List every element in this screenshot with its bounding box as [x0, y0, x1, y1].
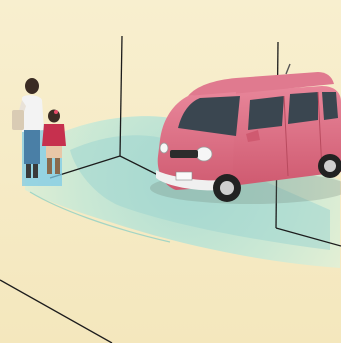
parking-sensor-illustration [0, 0, 341, 343]
